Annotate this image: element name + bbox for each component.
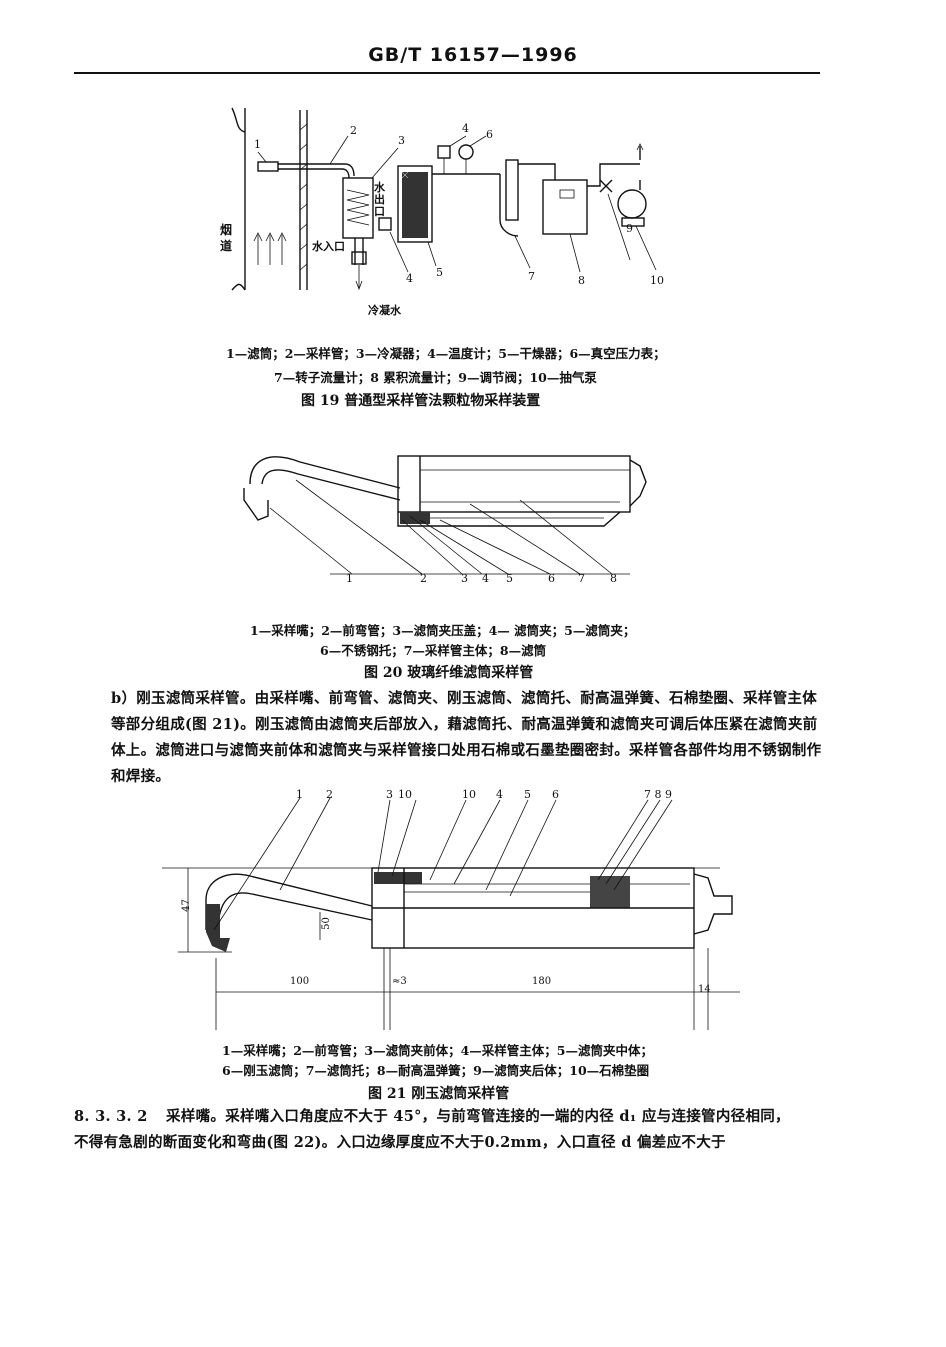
fig19-label-10: 10 [650,274,664,287]
fig21-label-2: 2 [326,788,333,801]
fig20-label-1: 1 [346,572,353,585]
header-rule [74,72,820,74]
fig20-caption: 图 20 玻璃纤维滤筒采样管 [364,665,534,681]
fig19-label-5: 5 [436,266,443,279]
standard-header: GB/T 16157—1996 [368,44,578,66]
fig21-legend-line-1: 1—采样嘴；2—前弯管；3—滤筒夹前体；4—采样管主体；5—滤筒夹中体； [222,1043,653,1058]
fig19-water-out-label: 水出口 [374,181,385,218]
fig19-label-4b: 4 [406,272,413,285]
fig19-label-7: 7 [528,270,535,283]
fig20-label-5: 5 [506,572,513,585]
fig19-legend-line-2: 7—转子流量计；8 累积流量计；9—调节阀；10—抽气泵 [274,370,597,385]
paragraph-b: b）刚玉滤筒采样管。由采样嘴、前弯管、滤筒夹、刚玉滤筒、滤筒托、耐高温弹簧、石棉… [111,690,822,785]
section-line-2: 不得有急剧的断面变化和弯曲(图 22)。入口边缘厚度应不大于0.2mm，入口直径… [74,1134,726,1151]
fig19-flue-label: 烟道 [220,223,233,253]
fig21-dim-50: 50 [320,917,332,930]
fig21-dim-47: 47 [180,899,192,912]
fig20-legend-line-1: 1—采样嘴；2—前弯管；3—滤筒夹压盖；4— 滤筒夹；5—滤筒夹； [250,623,636,638]
fig19-label-6: 6 [486,128,493,141]
fig21-label-4: 4 [496,788,503,801]
fig21-dim-100: 100 [290,976,310,987]
fig19-label-9: 9 [626,222,633,235]
fig21-label-10b: 10 [462,788,476,801]
fig20-legend-line-2: 6—不锈钢托；7—采样管主体；8—滤筒 [320,643,547,658]
fig20-label-2: 2 [420,572,427,585]
fig19-label-8: 8 [578,274,585,287]
fig21-dim-180: 180 [532,976,552,987]
fig19-caption: 图 19 普通型采样管法颗粒物采样装置 [301,393,541,409]
fig19-legend-line-1: 1—滤筒；2—采样管；3—冷凝器；4—温度计；5—干燥器；6—真空压力表； [226,346,666,361]
fig21-legend-line-2: 6—刚玉滤筒；7—滤筒托；8—耐高温弹簧；9—滤筒夹后体；10—石棉垫圈 [222,1063,650,1078]
fig19-condensate-label: 冷凝水 [368,304,401,317]
fig19-water-in-label: 水入口 [312,240,345,253]
fig21-label-1: 1 [296,788,303,801]
fig21-dim-3: ≈3 [392,976,407,987]
fig21-label-6: 6 [552,788,559,801]
fig20-label-8: 8 [610,572,617,585]
fig20-label-7: 7 [578,572,585,585]
fig21-label-789: 7 8 9 [644,788,672,801]
fig19-label-4: 4 [462,122,469,135]
fig20-label-6: 6 [548,572,555,585]
fig19-label-3: 3 [398,134,405,147]
figure-21-diagram [162,797,740,1030]
section-line-1: 采样嘴。采样嘴入口角度应不大于 45°，与前弯管连接的一端的内径 d₁ 应与连接… [166,1108,790,1125]
fig20-label-3: 3 [461,572,468,585]
fig19-label-2: 2 [350,124,357,137]
figure-19-diagram [231,107,657,291]
section-number: 8. 3. 3. 2 [74,1108,148,1125]
fig21-label-5: 5 [524,788,531,801]
fig21-label-3: 3 [386,788,393,801]
fig20-label-4: 4 [482,572,489,585]
fig19-label-1: 1 [254,138,261,151]
fig21-caption: 图 21 刚玉滤筒采样管 [368,1086,510,1102]
figure-20-diagram [243,455,647,575]
fig21-dim-14: 14 [698,984,711,995]
fig21-label-10a: 10 [398,788,412,801]
